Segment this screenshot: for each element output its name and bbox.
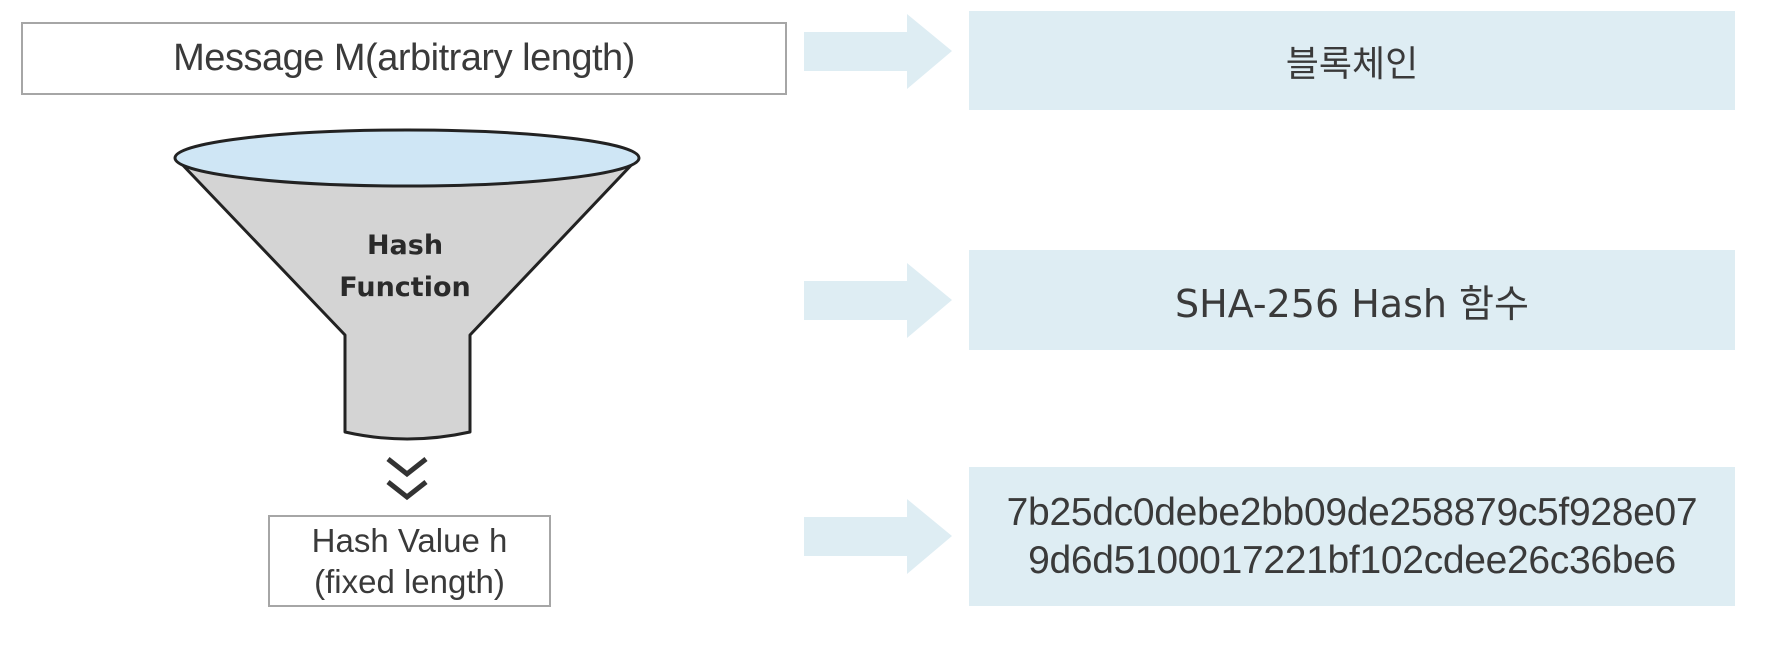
hash-function-label: Hash Function [339,230,471,303]
message-box: Message M(arbitrary length) [21,22,787,95]
arrow-right-icon [804,14,952,89]
arrow-right-icon [804,499,952,574]
sha256-box: SHA-256 Hash 함수 [969,250,1735,350]
hash-output-box: 7b25dc0debe2bb09de258879c5f928e07 9d6d51… [969,467,1735,606]
chevron-down-icon [386,457,428,501]
blockchain-label: 블록체인 [1285,43,1419,85]
hash-value-box: Hash Value h (fixed length) [268,515,551,607]
hash-funnel [173,128,641,441]
hash-output-value: 7b25dc0debe2bb09de258879c5f928e07 9d6d51… [1006,490,1698,582]
arrow-right-icon [804,263,952,338]
funnel-top [173,128,641,188]
message-label: Message M(arbitrary length) [173,37,635,79]
blockchain-box: 블록체인 [969,11,1735,110]
hash-value-label: Hash Value h (fixed length) [311,522,508,600]
sha256-label: SHA-256 Hash 함수 [1175,281,1529,326]
